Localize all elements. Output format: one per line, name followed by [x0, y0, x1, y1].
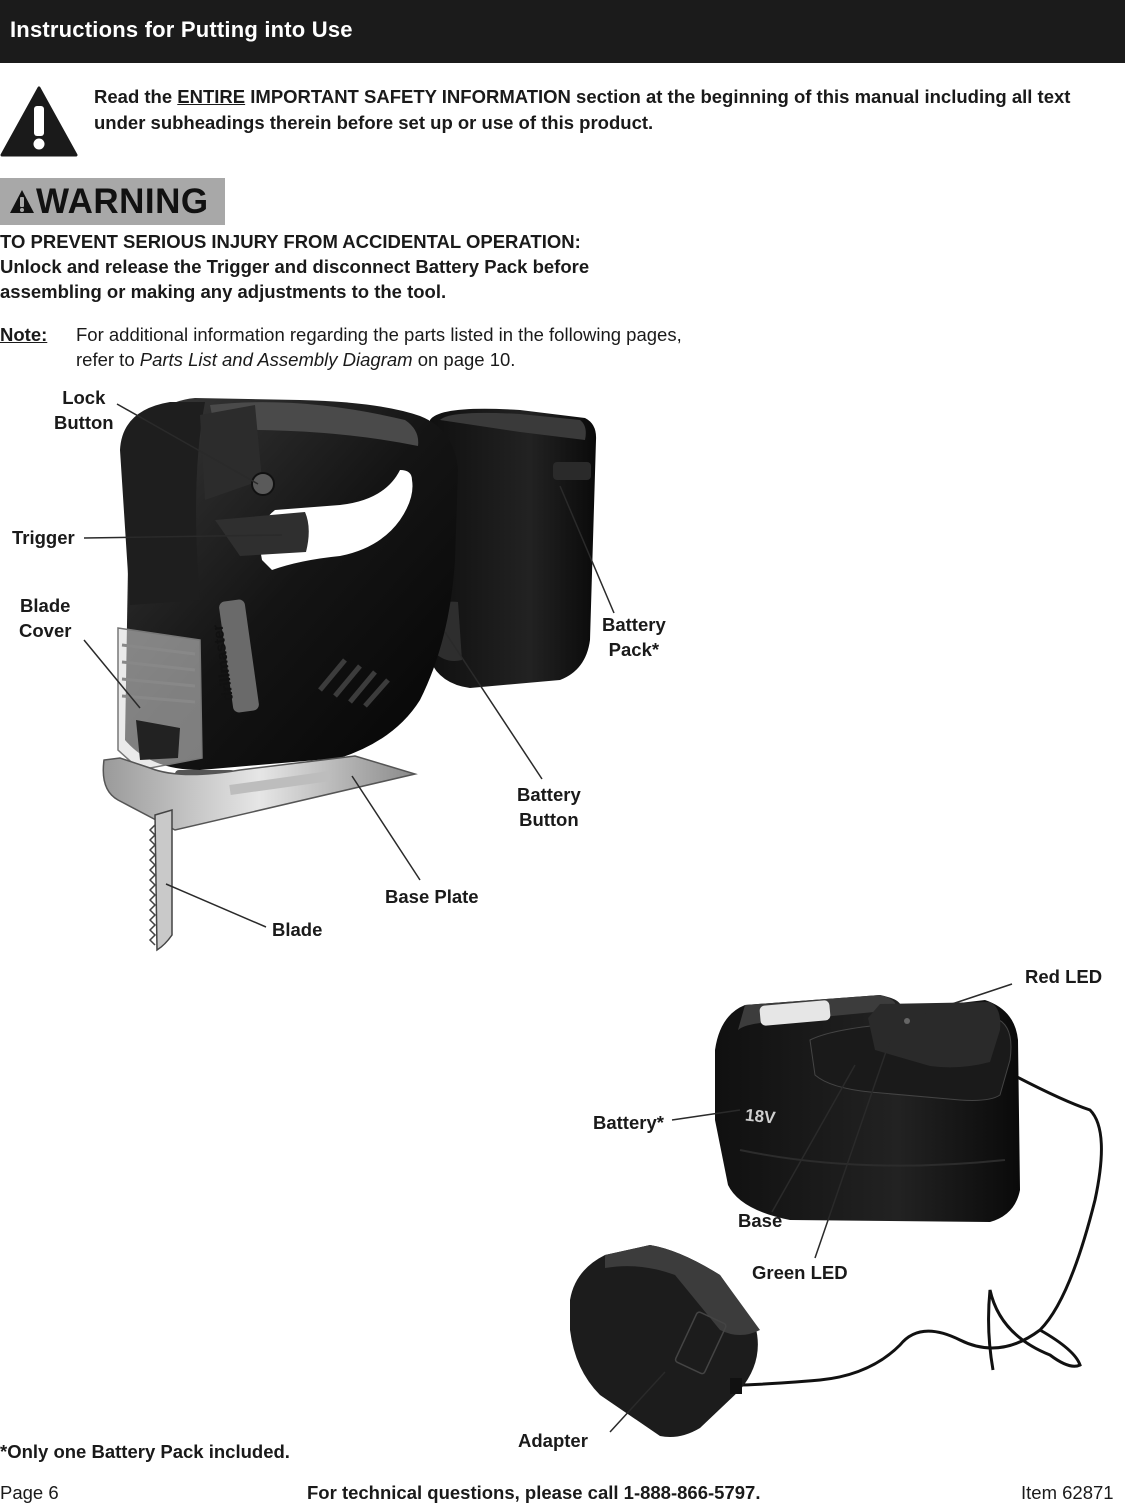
charger-leader-lines — [609, 983, 1013, 1433]
label-lock-button: Lock Button — [54, 385, 114, 435]
label-trigger: Trigger — [12, 527, 75, 548]
label-blade-cover-line-1: Blade — [20, 595, 71, 616]
battery-voltage-label: 18V — [744, 1105, 777, 1127]
footer-page-number: Page 6 — [0, 1482, 59, 1503]
note-label: Note: — [0, 324, 48, 345]
note-text: For additional information regarding the… — [76, 322, 706, 372]
label-battery-pack: Battery Pack* — [602, 612, 666, 662]
label-battery-button-line-1: Battery — [517, 784, 581, 805]
label-adapter: Adapter — [518, 1430, 588, 1451]
label-battery-button-line-2: Button — [519, 809, 579, 830]
label-battery: Battery* — [593, 1112, 664, 1133]
jigsaw-image: drillmaster — [102, 398, 597, 952]
note-text-b: on page 10. — [412, 349, 516, 370]
label-battery-button: Battery Button — [517, 782, 581, 832]
warning-line-3: assembling or making any adjustments to … — [0, 281, 447, 302]
safety-notice-intro: Read the — [94, 86, 178, 107]
label-base: Base — [738, 1210, 783, 1231]
warning-text: TO PREVENT SERIOUS INJURY FROM ACCIDENTA… — [0, 229, 700, 304]
label-battery-pack-line-1: Battery — [602, 614, 666, 635]
warning-line-2: Unlock and release the Trigger and disco… — [0, 256, 590, 277]
note-text-a: For additional information regarding the… — [76, 324, 682, 370]
label-red-led: Red LED — [1025, 966, 1103, 987]
warning-badge-icon — [10, 189, 34, 213]
label-blade-cover-line-2: Cover — [19, 620, 72, 641]
label-lock-button-line-1: Lock — [62, 387, 106, 408]
safety-notice-rest: IMPORTANT SAFETY INFORMATION section at … — [94, 86, 1071, 133]
warning-badge: WARNING — [0, 178, 225, 225]
jigsaw-leader-lines — [83, 403, 615, 928]
warning-line-1: TO PREVENT SERIOUS INJURY FROM ACCIDENTA… — [0, 231, 581, 252]
label-lock-button-line-2: Button — [54, 412, 114, 433]
note-text-italic: Parts List and Assembly Diagram — [139, 349, 413, 370]
label-battery-pack-line-2: Pack* — [608, 639, 660, 660]
charger-image: 18V — [570, 995, 1103, 1437]
label-green-led: Green LED — [752, 1262, 848, 1283]
label-base-plate: Base Plate — [385, 886, 479, 907]
section-header-bar: Instructions for Putting into Use — [0, 0, 1125, 63]
warning-triangle-icon — [0, 86, 78, 157]
warning-badge-label: WARNING — [36, 181, 209, 221]
footer-tech-support: For technical questions, please call 1-8… — [307, 1482, 761, 1503]
footnote: *Only one Battery Pack included. — [0, 1441, 290, 1462]
safety-notice-emphasis: ENTIRE — [177, 86, 246, 107]
footer-item-number: Item 62871 — [1021, 1482, 1114, 1503]
section-title: Instructions for Putting into Use — [10, 17, 353, 42]
label-blade: Blade — [272, 919, 323, 940]
label-blade-cover: Blade Cover — [19, 593, 71, 643]
safety-notice: Read the ENTIRE IMPORTANT SAFETY INFORMA… — [94, 84, 1124, 136]
